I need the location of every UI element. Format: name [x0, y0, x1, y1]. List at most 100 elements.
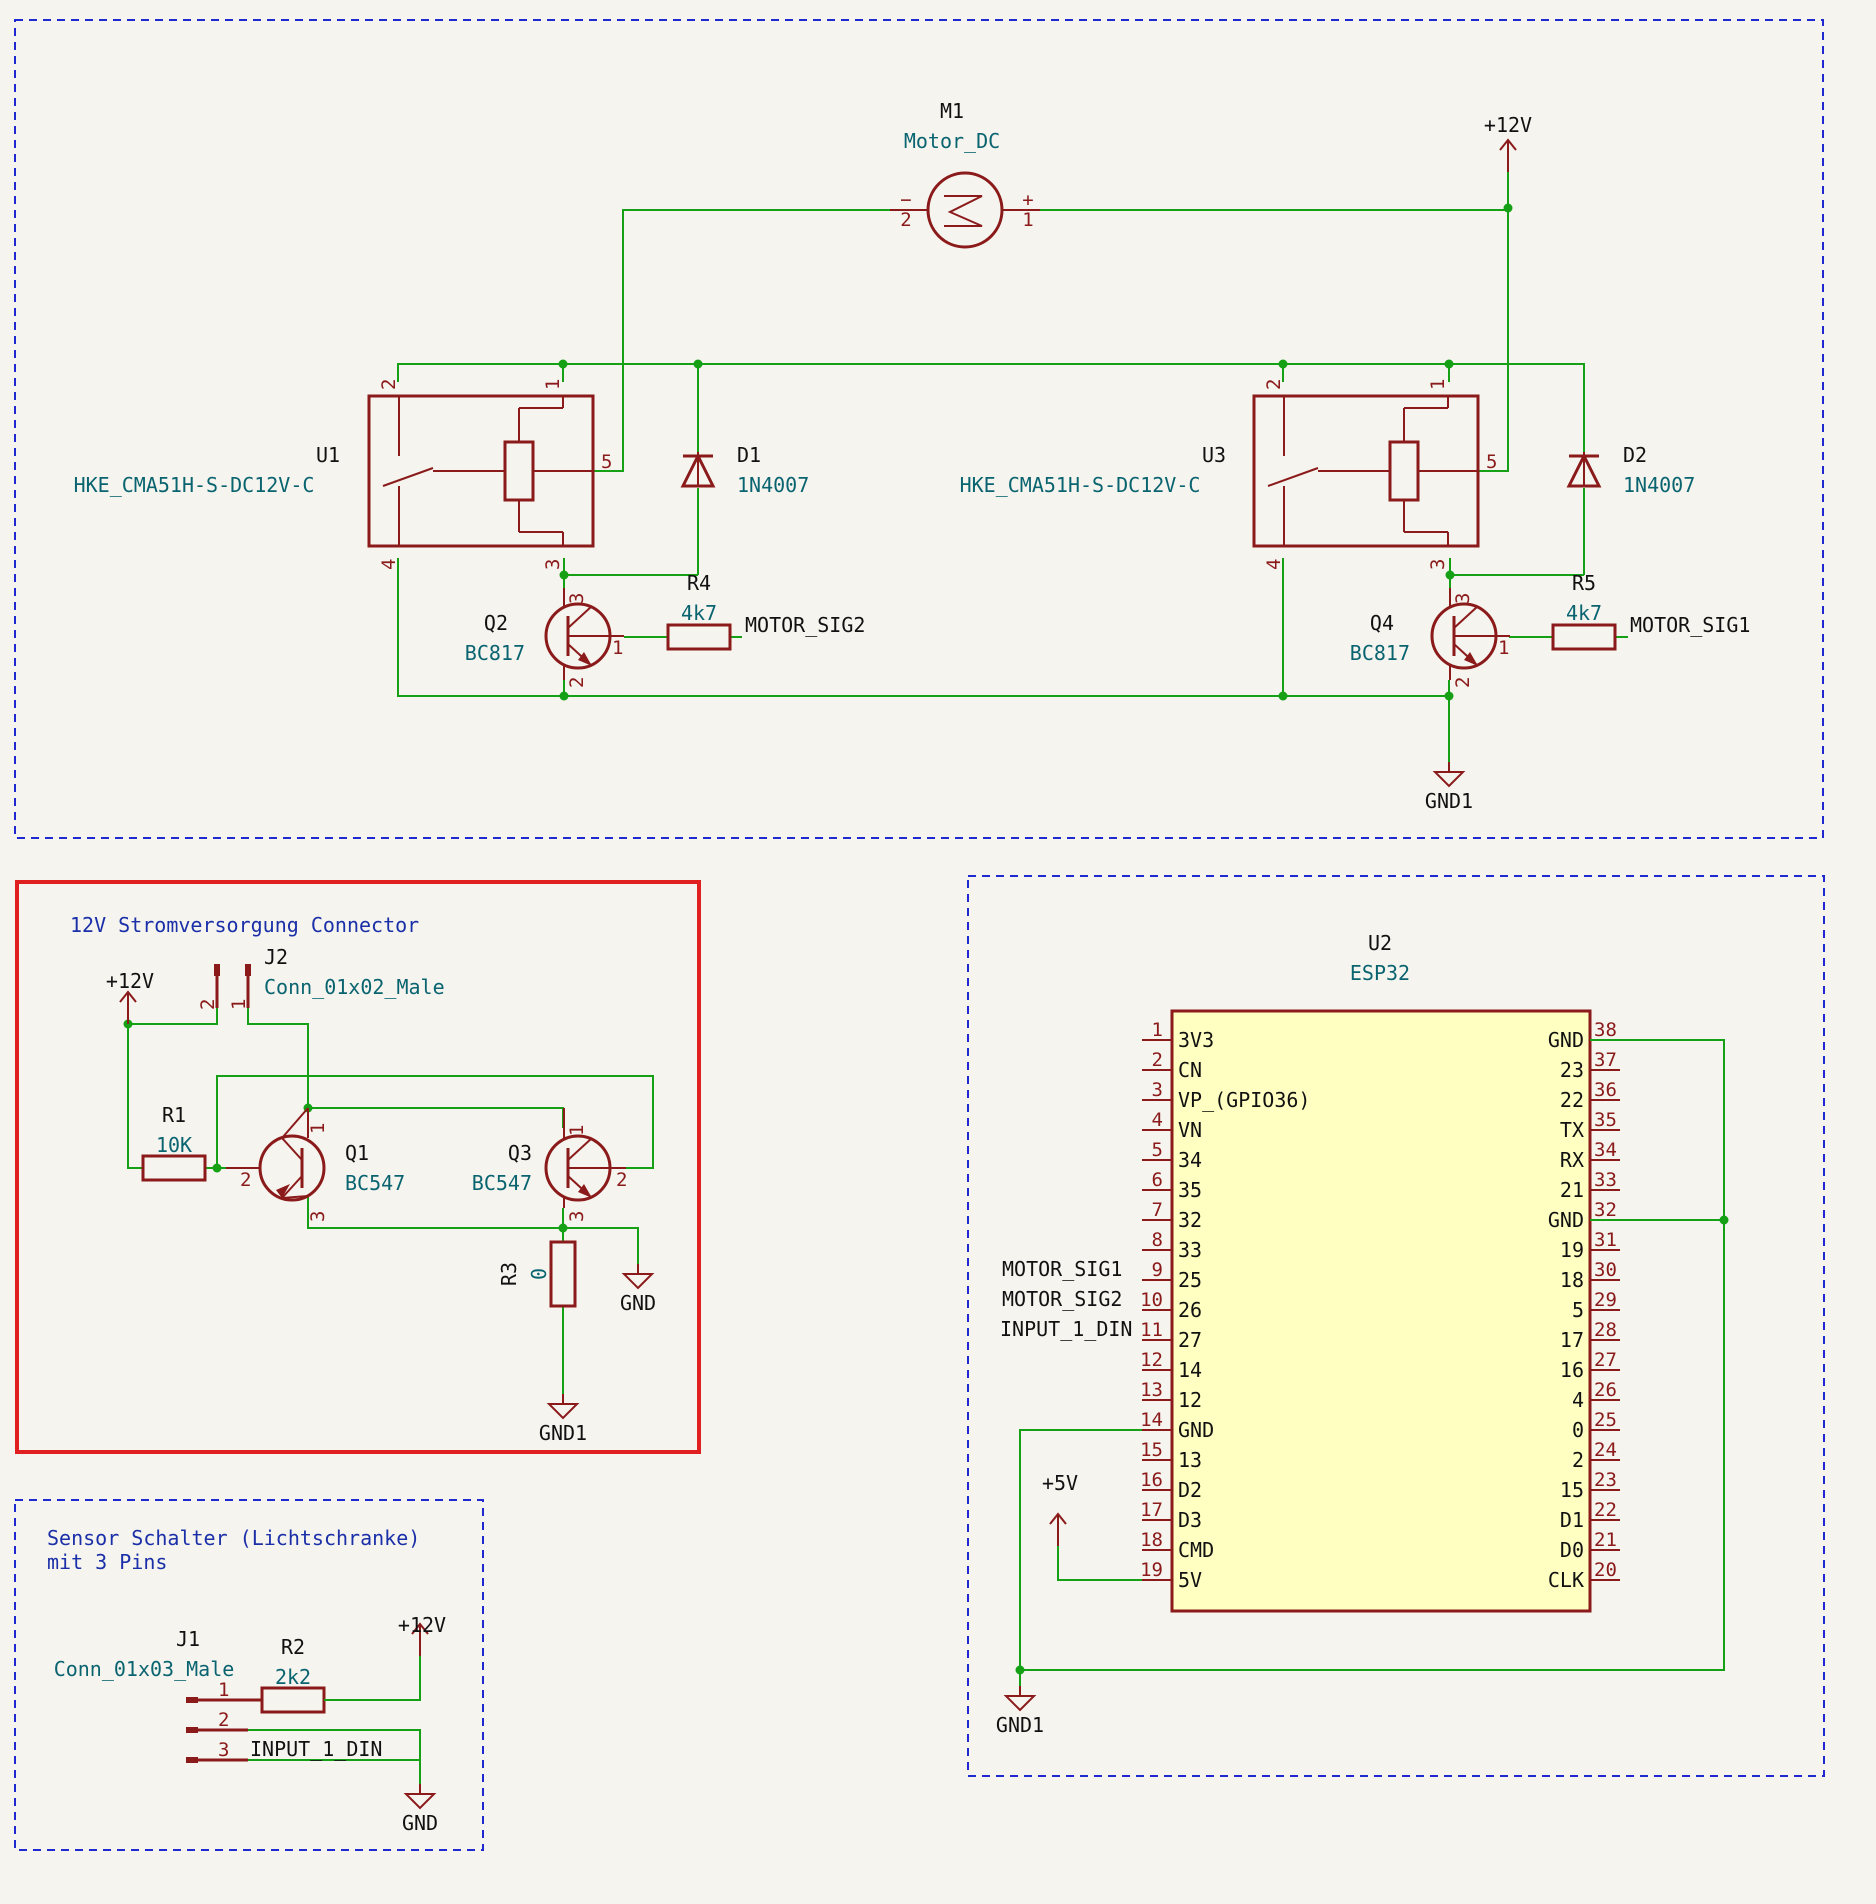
u3-value: HKE_CMA51H-S-DC12V-C: [960, 473, 1201, 497]
r1-ref: R1: [162, 1103, 186, 1127]
esp32-pin-name: 17: [1560, 1328, 1584, 1352]
m1-pin-plus-sign: +: [1022, 189, 1033, 211]
esp32-pin-name: 3V3: [1178, 1028, 1214, 1052]
esp32-pin-name: 14: [1178, 1358, 1202, 1382]
esp32-pin-name: 25: [1178, 1268, 1202, 1292]
esp32-pin-number: 30: [1594, 1259, 1617, 1281]
r5-value: 4k7: [1566, 601, 1602, 625]
r4-ref: R4: [687, 571, 711, 595]
transistor-q1[interactable]: [226, 1107, 326, 1202]
transistor-q3[interactable]: [544, 1108, 626, 1208]
esp32-pin-name: 2: [1572, 1448, 1584, 1472]
connector-j1[interactable]: [186, 1697, 262, 1763]
esp32-pin-number: 7: [1152, 1199, 1163, 1221]
esp32-pin-name: 12: [1178, 1388, 1202, 1412]
connector-j2[interactable]: [214, 964, 251, 1008]
esp32-pin-name: TX: [1560, 1118, 1584, 1142]
svg-text:1: 1: [1427, 379, 1449, 390]
r2-value: 2k2: [275, 1665, 311, 1689]
m1-ref: M1: [940, 99, 964, 123]
power-12v-label: +12V: [1484, 113, 1532, 137]
svg-text:3: 3: [218, 1739, 229, 1761]
esp32-pin-number: 31: [1594, 1229, 1617, 1251]
power-5v-label: +5V: [1042, 1471, 1078, 1495]
esp32-pin-name: GND: [1178, 1418, 1214, 1442]
sensor-wires: [248, 1656, 421, 1784]
q3-ref: Q3: [508, 1141, 532, 1165]
relay-u3[interactable]: [1252, 394, 1480, 548]
esp32-pin-name: D3: [1178, 1508, 1202, 1532]
q4-ref: Q4: [1370, 611, 1394, 635]
motor-m1[interactable]: [890, 171, 1040, 249]
transistor-q2[interactable]: [544, 588, 624, 680]
svg-text:2: 2: [197, 999, 219, 1010]
esp32-ic[interactable]: [1170, 1009, 1592, 1613]
svg-text:1: 1: [228, 999, 250, 1010]
net-label-input-1-din-esp: INPUT_1_DIN: [1000, 1317, 1132, 1341]
net-label-motor-sig1: MOTOR_SIG1: [1630, 613, 1750, 637]
gnd1-symbol-connector: [548, 1393, 578, 1419]
resistor-r2[interactable]: [260, 1686, 326, 1714]
q3-value: BC547: [472, 1171, 532, 1195]
m1-pin-minus-sign: −: [900, 189, 911, 211]
r1-value: 10K: [156, 1133, 192, 1157]
r3-ref: R3: [497, 1262, 521, 1286]
svg-text:2: 2: [1452, 677, 1474, 688]
power-12v-label-connector: +12V: [106, 969, 154, 993]
esp32-pin-name: 5V: [1178, 1568, 1202, 1592]
m1-value: Motor_DC: [904, 129, 1000, 153]
svg-text:3: 3: [1427, 559, 1449, 570]
esp32-pin-name: 19: [1560, 1238, 1584, 1262]
resistor-r1[interactable]: [141, 1154, 207, 1182]
esp32-pin-name: 16: [1560, 1358, 1584, 1382]
gnd1-label-motor: GND1: [1425, 789, 1473, 813]
esp32-pin-number: 2: [1152, 1049, 1163, 1071]
esp32-pin-right: 26 4: [1572, 1379, 1620, 1412]
esp32-pin-number: 26: [1594, 1379, 1617, 1401]
motor-junctions: [558, 203, 1513, 701]
esp32-pin-number: 32: [1594, 1199, 1617, 1221]
svg-text:3: 3: [566, 1211, 588, 1222]
q2-pin-numbers: 1 2 3: [566, 593, 623, 688]
esp32-pin-name: 0: [1572, 1418, 1584, 1442]
esp32-pin-name: 4: [1572, 1388, 1584, 1412]
transistor-q4[interactable]: [1430, 588, 1510, 680]
svg-text:3: 3: [307, 1211, 329, 1222]
svg-text:1: 1: [307, 1123, 329, 1134]
esp32-pin-name: 21: [1560, 1178, 1584, 1202]
resistor-r5[interactable]: [1551, 623, 1617, 651]
esp32-pin-number: 17: [1140, 1499, 1163, 1521]
sensor-frame: [14, 1499, 484, 1851]
esp32-pin-number: 5: [1152, 1139, 1163, 1161]
d1-ref: D1: [737, 443, 761, 467]
motor-driver-frame: [14, 19, 1824, 839]
resistor-r4[interactable]: [666, 623, 732, 651]
q2-value: BC817: [465, 641, 525, 665]
resistor-r3[interactable]: [549, 1240, 577, 1308]
esp32-pin-number: 15: [1140, 1439, 1163, 1461]
esp32-pin-name: RX: [1560, 1148, 1584, 1172]
j1-ref: J1: [176, 1627, 200, 1651]
q4-pin-numbers: 1 2 3: [1452, 593, 1509, 688]
u1-value: HKE_CMA51H-S-DC12V-C: [74, 473, 315, 497]
u2-ref: U2: [1368, 931, 1392, 955]
svg-text:2: 2: [240, 1169, 251, 1191]
esp32-pin-number: 8: [1152, 1229, 1163, 1251]
diode-d2[interactable]: [1566, 452, 1602, 488]
diode-d1[interactable]: [680, 452, 716, 488]
esp32-pin-right: 35 TX: [1560, 1109, 1620, 1142]
relay-u1[interactable]: [367, 394, 595, 548]
esp32-pin-number: 35: [1594, 1109, 1617, 1131]
svg-text:1: 1: [612, 637, 623, 659]
